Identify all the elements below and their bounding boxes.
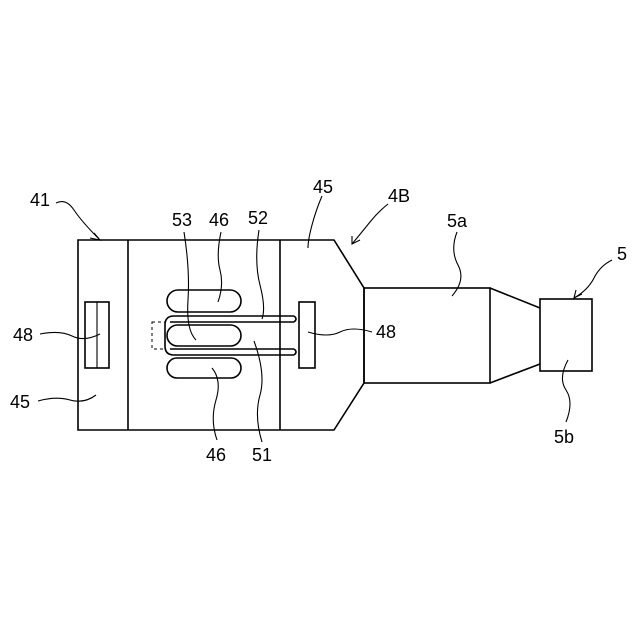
slot-46-top xyxy=(167,290,241,312)
leader-5 xyxy=(574,260,612,298)
ref-4B: 4B xyxy=(388,186,410,206)
slot-46-middle xyxy=(167,325,241,346)
ref-46-top: 46 xyxy=(209,210,229,230)
ref-45-top: 45 xyxy=(313,177,333,197)
ref-45-left: 45 xyxy=(10,392,30,412)
ref-48-right: 48 xyxy=(376,322,396,342)
leader-5b xyxy=(562,360,570,422)
ref-5: 5 xyxy=(617,244,627,264)
leader-48-left xyxy=(40,332,100,338)
slot-46-bottom xyxy=(167,358,241,378)
ref-52: 52 xyxy=(248,208,268,228)
u-member-tip-top xyxy=(294,316,296,322)
leader-41-arrow xyxy=(90,233,100,240)
leader-4B xyxy=(352,204,388,244)
leader-5a xyxy=(452,232,461,296)
leader-51 xyxy=(254,341,262,442)
ref-53: 53 xyxy=(172,210,192,230)
u-member-tip-bottom xyxy=(294,349,296,355)
ref-5b: 5b xyxy=(554,427,574,447)
leader-53 xyxy=(184,232,196,340)
leader-48-right xyxy=(308,329,372,335)
taper-lower xyxy=(490,364,540,383)
leader-41 xyxy=(56,202,100,240)
leader-46-top xyxy=(218,232,222,302)
ref-41: 41 xyxy=(30,190,50,210)
hidden-element-53 xyxy=(152,322,165,349)
ref-48-left: 48 xyxy=(13,325,33,345)
ref-5a: 5a xyxy=(447,211,468,231)
ref-46-bottom: 46 xyxy=(206,445,226,465)
leader-45-left xyxy=(38,395,96,401)
taper-upper xyxy=(490,288,540,308)
plate-48-right xyxy=(299,302,315,368)
unit-5b xyxy=(540,299,592,371)
leader-52 xyxy=(257,230,264,319)
leader-5-arrow xyxy=(574,290,582,298)
ref-51: 51 xyxy=(252,445,272,465)
